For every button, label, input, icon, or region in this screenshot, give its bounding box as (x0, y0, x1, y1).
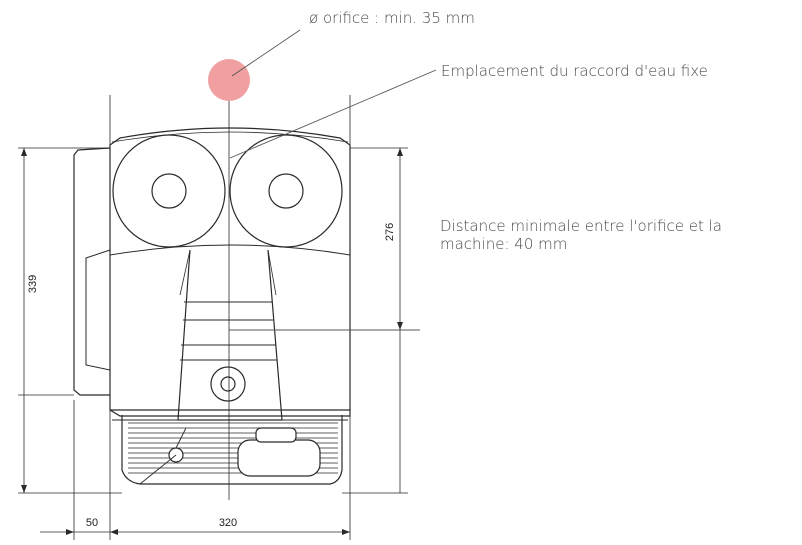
orifice-note: ø orifice : min. 35 mm (309, 9, 475, 27)
left-reel (112, 134, 226, 248)
drip-tray-handle (237, 439, 321, 477)
center-knob-outer (210, 366, 246, 402)
orifice-leader (231, 29, 301, 77)
right-reel (229, 134, 343, 248)
machine-side-panel (73, 147, 111, 396)
distance-note-line1: Distance minimale entre l'orifice et la (440, 217, 722, 235)
dimension-side-offset: 50 (86, 517, 98, 529)
central-housing (177, 249, 283, 421)
distance-note-line2: machine: 40 mm (440, 235, 568, 253)
orifice-marker (208, 59, 250, 101)
water-connection-leader (229, 69, 437, 159)
dimension-width: 320 (219, 517, 237, 529)
side-panel-inset (85, 249, 111, 371)
right-reel-hub (268, 173, 304, 209)
drip-tray (121, 415, 343, 485)
dimension-total-height: 339 (27, 275, 39, 293)
left-reel-hub (151, 173, 187, 209)
center-knob-inner (220, 376, 236, 392)
dimension-head-height: 276 (384, 223, 396, 241)
machine-head-outline (109, 127, 351, 411)
lower-body (109, 409, 351, 417)
water-connection-note: Emplacement du raccord d'eau fixe (441, 62, 708, 80)
